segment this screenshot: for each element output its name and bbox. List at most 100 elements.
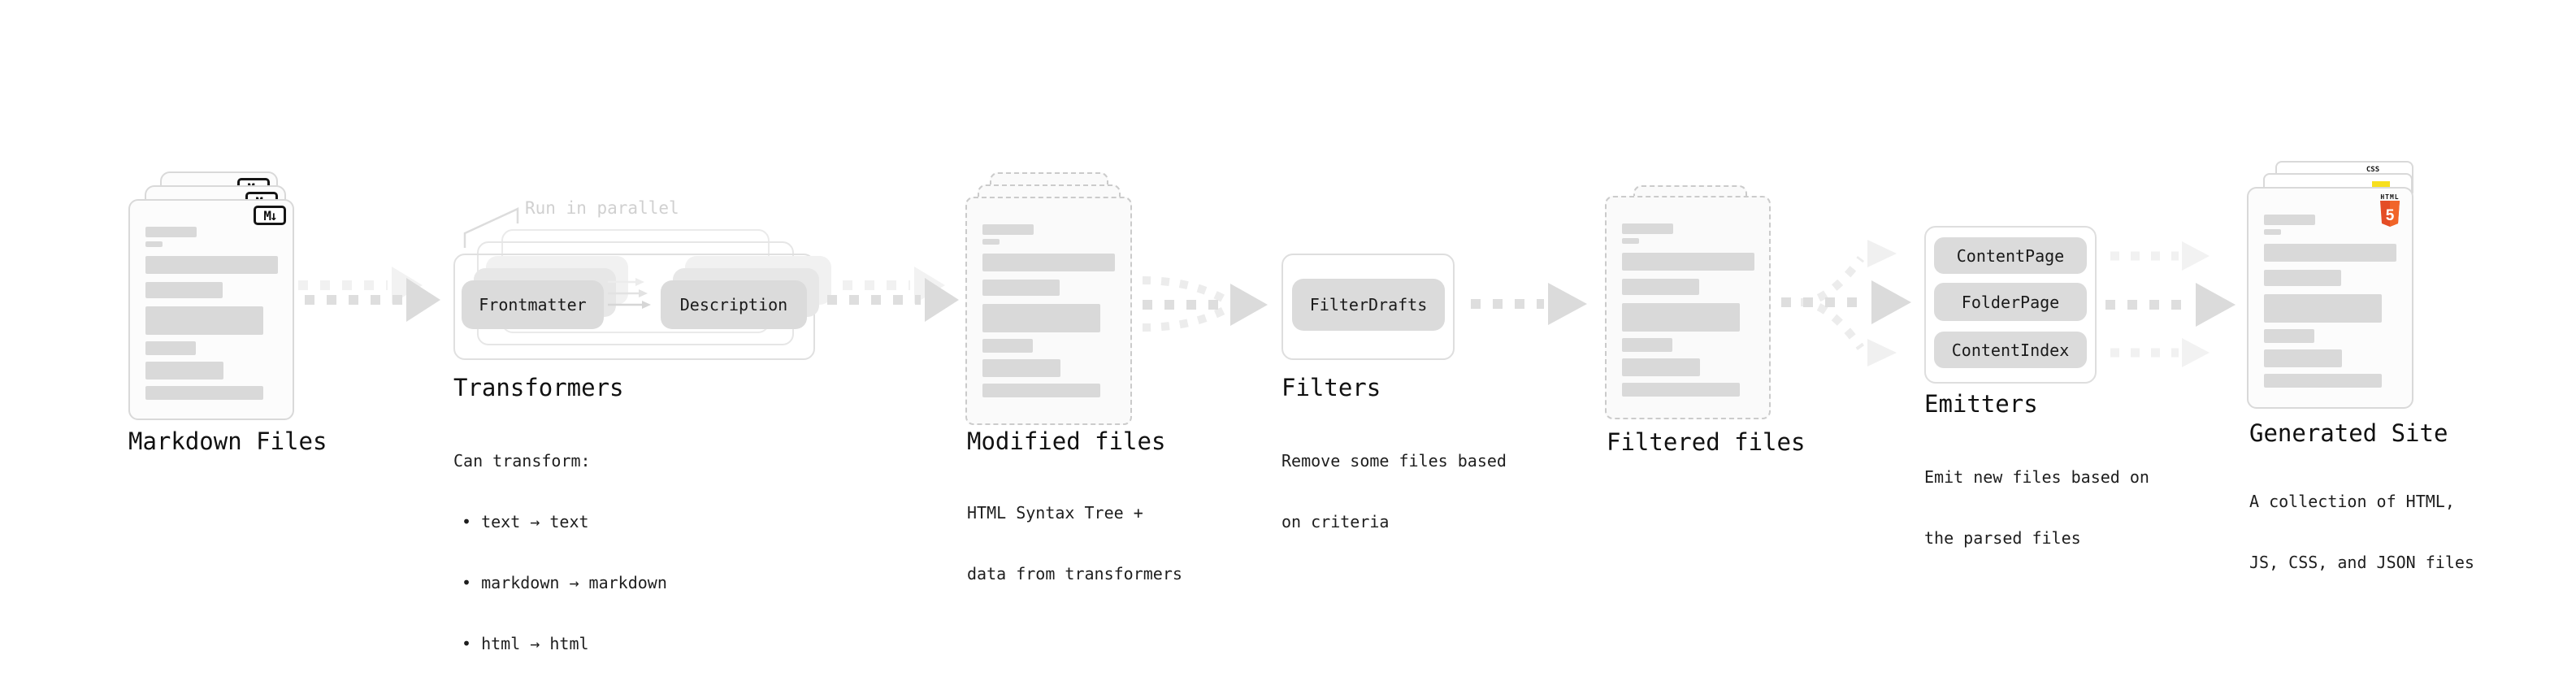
html5-number: 5 bbox=[2386, 207, 2395, 224]
arrow-filtered-to-emitters bbox=[1781, 240, 1911, 367]
stage-emitters: ContentPage FolderPage ContentIndex Emit… bbox=[0, 0, 2149, 548]
html5-icon-brand: HTML bbox=[2380, 193, 2400, 201]
skeleton-text-bar bbox=[145, 227, 197, 237]
site-html-card: HTML 5 bbox=[2247, 187, 2413, 409]
diverge-curve-top bbox=[1800, 256, 1865, 306]
body-line: • text → text bbox=[462, 512, 589, 531]
stage-transformers: Run in parallel Frontmatter Description … bbox=[0, 0, 831, 653]
arrowhead-dark bbox=[1230, 284, 1268, 326]
converge-curve-top bbox=[1142, 276, 1229, 305]
connector-polyline bbox=[463, 207, 519, 248]
body-line: Emit new files based on bbox=[1924, 467, 2149, 487]
skeleton-text-bar bbox=[2264, 374, 2382, 388]
skeleton-text-bar bbox=[982, 239, 1000, 245]
arrowhead-light bbox=[1867, 339, 1897, 367]
body-line: JS, CSS, and JSON files bbox=[2249, 553, 2474, 572]
arrow-emitters-to-site bbox=[2105, 241, 2236, 367]
skeleton-text-bar bbox=[2264, 244, 2396, 262]
stage-markdown-files: M↓ M↓ M↓ Markdown Files bbox=[0, 0, 327, 455]
body-line: HTML Syntax Tree + bbox=[967, 503, 1143, 523]
skeleton-text-bar bbox=[2264, 270, 2341, 286]
skeleton-text-bar bbox=[2264, 215, 2315, 225]
skeleton-text-bar bbox=[2264, 329, 2314, 343]
arrowhead-dark bbox=[1871, 280, 1911, 324]
skeleton-text-bar bbox=[145, 241, 163, 247]
html5-shield: 5 bbox=[2380, 201, 2400, 227]
stage-body-emitters: Emit new files based on the parsed files bbox=[1924, 427, 2149, 588]
arrowhead-dark bbox=[1548, 283, 1587, 325]
skeleton-text-bar bbox=[145, 362, 223, 380]
arrow-markdown-to-transformers bbox=[298, 267, 440, 322]
folderpage-pill: FolderPage bbox=[1934, 283, 2087, 321]
stage-title-filters: Filters bbox=[1281, 374, 1381, 401]
body-line: the parsed files bbox=[1924, 528, 2081, 548]
shield-right bbox=[2390, 201, 2400, 227]
css-icon-label: CSS bbox=[2366, 166, 2380, 174]
skeleton-text-bar bbox=[982, 339, 1033, 353]
filtered-file-card-front bbox=[1605, 196, 1771, 419]
stage-generated-site: CSS HTML 5 Generated Site A collection o… bbox=[0, 0, 2474, 572]
step-arrowhead bbox=[635, 278, 644, 286]
skeleton-text-bar bbox=[145, 282, 223, 298]
converge-curve-bottom bbox=[1142, 305, 1229, 332]
stage-title-generated-site: Generated Site bbox=[2249, 419, 2448, 447]
stage-title-modified-files: Modified files bbox=[967, 427, 1166, 455]
arrow-modified-to-filters bbox=[1142, 276, 1268, 332]
skeleton-text-bar bbox=[982, 304, 1100, 332]
skeleton-text-bar bbox=[1622, 358, 1700, 376]
skeleton-text-bar bbox=[145, 341, 196, 355]
skeleton-text-bar bbox=[2264, 229, 2281, 235]
transformer-step-arrows bbox=[608, 278, 651, 309]
arrowhead-light bbox=[2182, 338, 2210, 367]
modified-file-card-front bbox=[965, 197, 1132, 425]
stage-body-modified-files: HTML Syntax Tree + data from transformer… bbox=[967, 463, 1182, 624]
step-arrowhead bbox=[642, 301, 651, 309]
skeleton-text-bar bbox=[2264, 349, 2342, 367]
body-line: Remove some files based bbox=[1281, 451, 1507, 471]
stage-modified-files: Modified files HTML Syntax Tree + data f… bbox=[0, 0, 1182, 583]
html5-icon: HTML 5 bbox=[2379, 193, 2400, 232]
arrowhead-dark bbox=[925, 278, 959, 322]
body-line: A collection of HTML, bbox=[2249, 492, 2455, 511]
skeleton-text-bar bbox=[982, 224, 1034, 235]
filterdrafts-pill: FilterDrafts bbox=[1292, 279, 1445, 331]
step-arrowhead bbox=[639, 289, 648, 297]
arrow-transformers-to-modified bbox=[821, 267, 959, 322]
stage-title-filtered-files: Filtered files bbox=[1607, 428, 1806, 456]
stage-filtered-files: Filtered files bbox=[0, 0, 1805, 456]
stage-title-emitters: Emitters bbox=[1924, 390, 2038, 418]
skeleton-text-bar bbox=[1622, 253, 1754, 271]
markdown-file-card-front: M↓ bbox=[128, 199, 294, 420]
skeleton-text-bar bbox=[982, 280, 1060, 296]
description-pill: Description bbox=[661, 280, 807, 329]
markdown-icon: M↓ bbox=[254, 206, 286, 225]
arrowhead-dark bbox=[406, 278, 440, 322]
skeleton-text-bar bbox=[145, 386, 263, 400]
skeleton-text-bar bbox=[145, 256, 278, 274]
contentpage-pill: ContentPage bbox=[1934, 237, 2087, 274]
stage-body-filters: Remove some files based on criteria bbox=[1281, 411, 1507, 572]
skeleton-text-bar bbox=[982, 254, 1115, 271]
body-line: • html → html bbox=[462, 634, 589, 653]
arrow-filters-to-filtered bbox=[1471, 283, 1587, 325]
skeleton-text-bar bbox=[1622, 279, 1699, 295]
skeleton-text-bar bbox=[1622, 238, 1639, 244]
body-line: Can transform: bbox=[453, 451, 591, 471]
stage-body-generated-site: A collection of HTML, JS, CSS, and JSON … bbox=[2249, 452, 2474, 613]
skeleton-text-bar bbox=[1622, 223, 1673, 234]
stage-body-transformers: Can transform: • text → text • markdown … bbox=[453, 411, 667, 681]
body-line: on criteria bbox=[1281, 512, 1390, 531]
stage-title-markdown-files: Markdown Files bbox=[128, 427, 327, 455]
body-line: data from transformers bbox=[967, 564, 1182, 583]
skeleton-text-bar bbox=[145, 306, 263, 335]
skeleton-text-bar bbox=[2264, 294, 2382, 323]
skeleton-text-bar bbox=[982, 384, 1100, 397]
stage-title-transformers: Transformers bbox=[453, 374, 624, 401]
stage-filters: FilterDrafts Filters Remove some files b… bbox=[0, 0, 1507, 531]
run-in-parallel-note: Run in parallel bbox=[525, 198, 679, 218]
contentindex-pill: ContentIndex bbox=[1934, 332, 2087, 368]
arrowhead-light bbox=[2182, 241, 2210, 271]
skeleton-text-bar bbox=[1622, 303, 1740, 332]
skeleton-text-bar bbox=[982, 359, 1060, 377]
